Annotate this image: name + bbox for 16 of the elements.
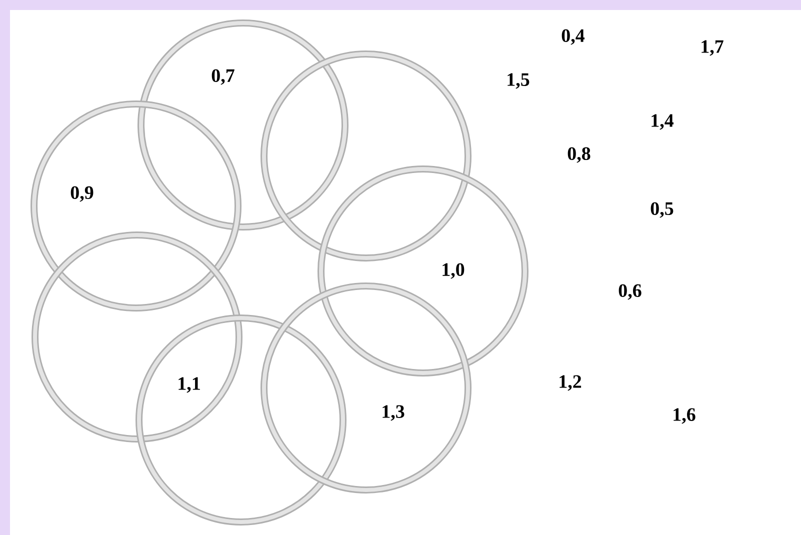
number-label: 0,5	[650, 202, 674, 218]
number-label: 1,7	[702, 40, 724, 56]
ring	[260, 50, 472, 262]
number-label: 0,6	[618, 284, 642, 300]
number-label: 0,4	[562, 29, 585, 45]
ring: 0,7	[138, 20, 348, 230]
number-label: 1,4	[652, 114, 674, 130]
ring: 1,0	[318, 166, 528, 376]
ring: 1,1	[136, 314, 346, 526]
number-label: 1,6	[674, 408, 696, 424]
number-label: 0,8	[568, 147, 590, 163]
number-label: 1,2	[560, 375, 582, 391]
number-label: 1,5	[508, 73, 530, 89]
ring: 0,9	[30, 100, 242, 312]
ring: 1,3	[260, 282, 472, 494]
ring	[32, 232, 242, 442]
